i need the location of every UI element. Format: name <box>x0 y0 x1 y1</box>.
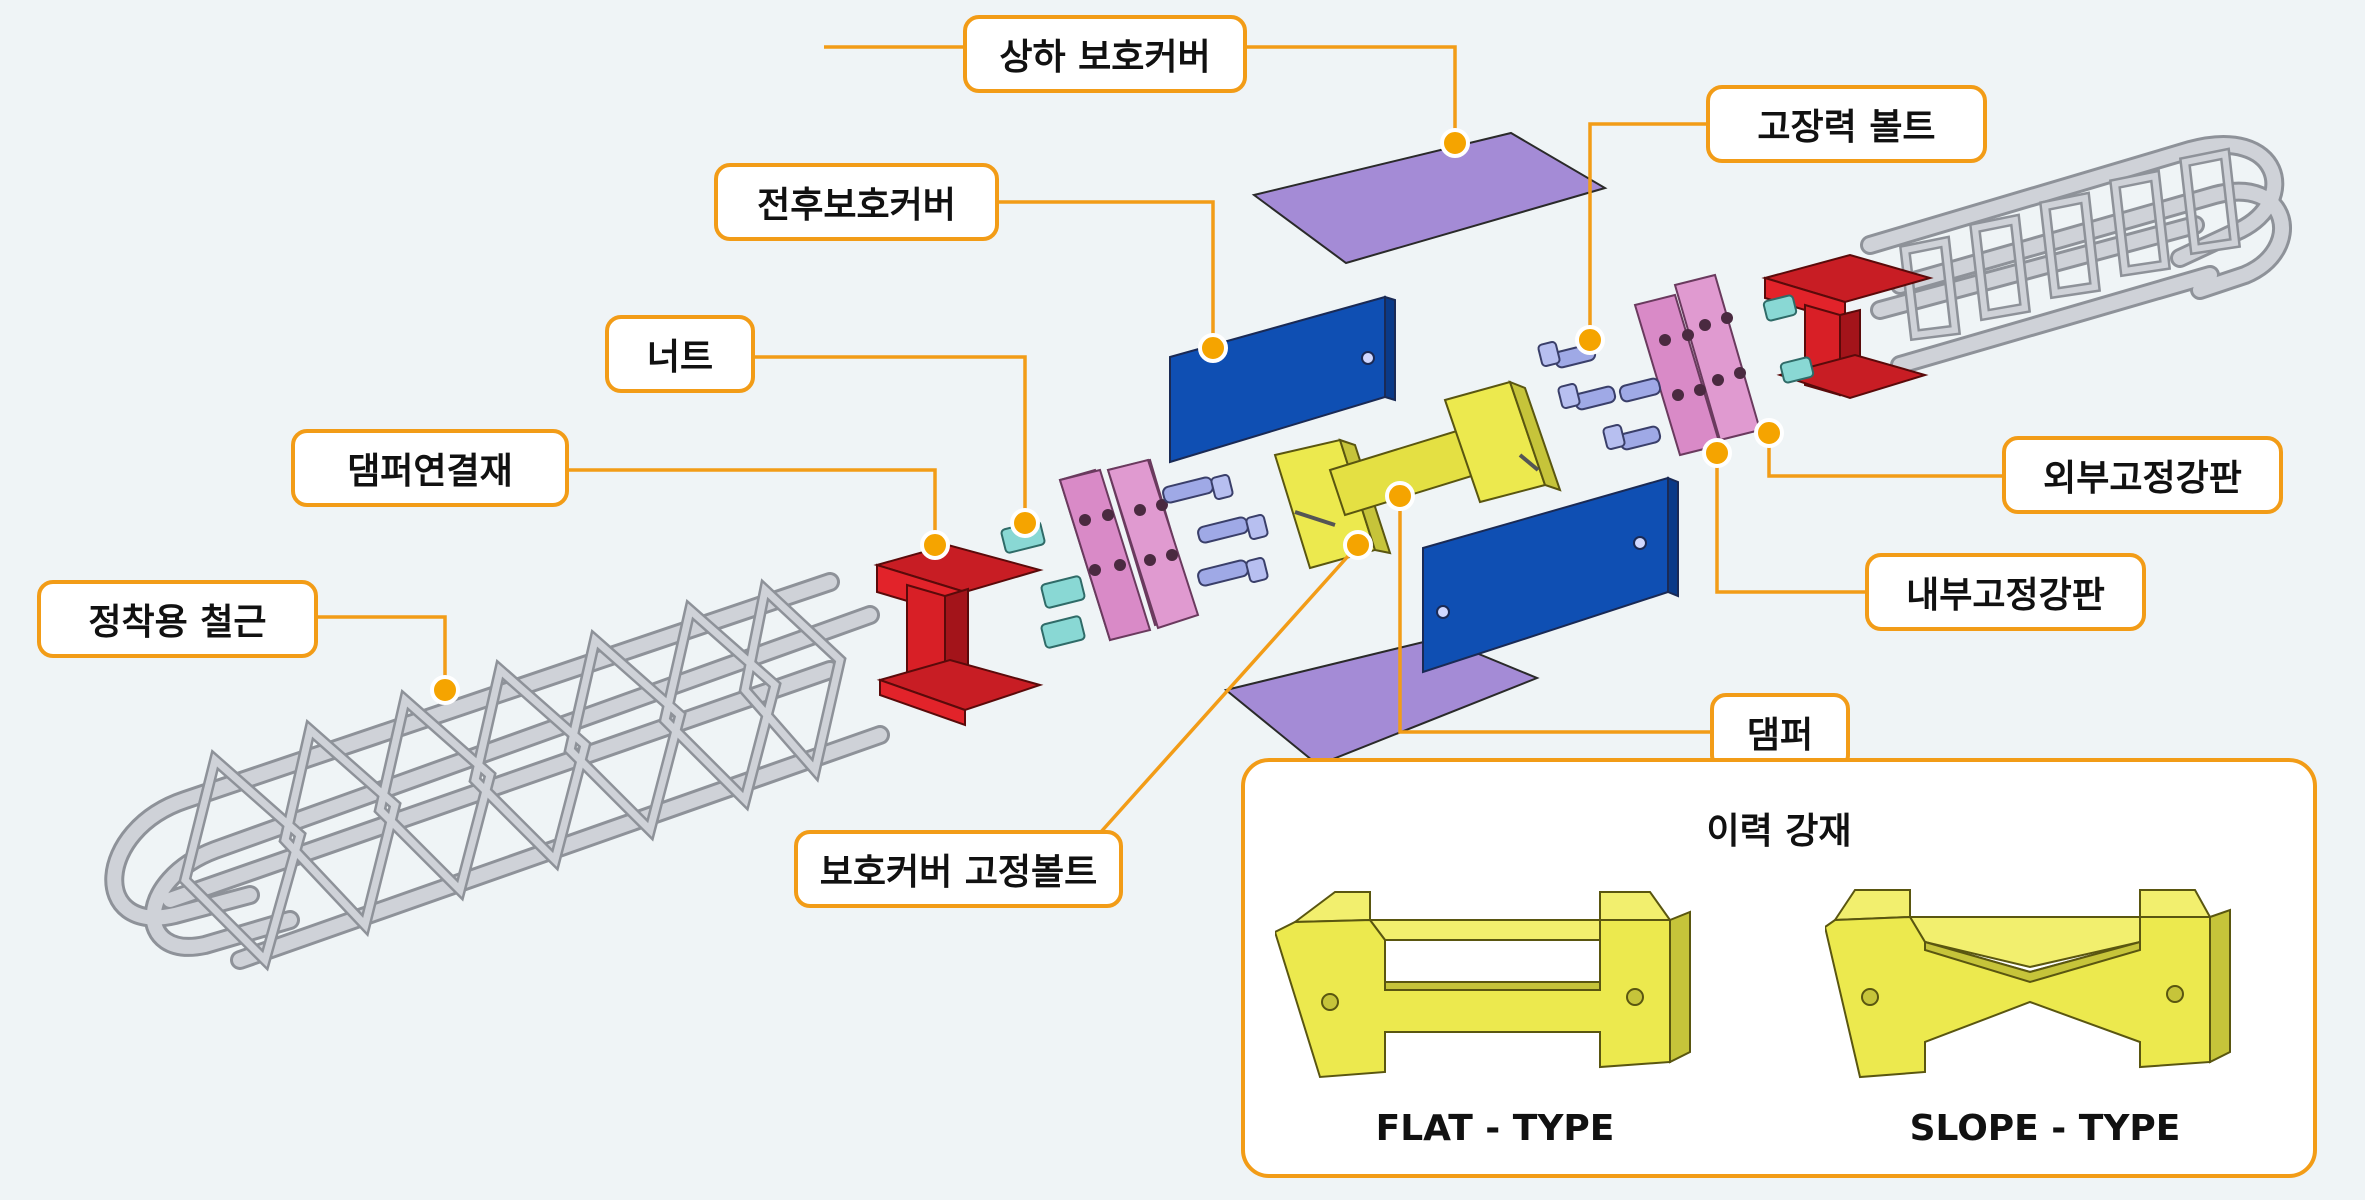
steel-plates-left <box>1058 458 1200 642</box>
flat-type-caption: FLAT - TYPE <box>1375 1108 1615 1149</box>
label-cover-fixing-bolt: 보호커버 고정볼트 <box>794 830 1123 908</box>
left-rebar-cage <box>104 572 890 972</box>
label-damper-connector: 댐퍼연결재 <box>291 429 569 507</box>
label-anchor-rebar: 정착용 철근 <box>37 580 318 658</box>
slope-type-caption: SLOPE - TYPE <box>1909 1108 2181 1149</box>
bolts <box>1162 340 1662 587</box>
damper-connector-right <box>1761 253 1934 400</box>
label-top-bottom-cover: 상하 보호커버 <box>963 15 1247 93</box>
panel-title: 이력 강재 <box>1706 811 1852 852</box>
damper-connector-left <box>873 543 1044 727</box>
label-high-strength-bolt: 고장력 볼트 <box>1706 85 1987 163</box>
flat-type-damper-figure <box>1275 891 1691 1079</box>
steel-plates-right <box>1633 273 1762 457</box>
callout-dots <box>430 128 1784 705</box>
label-outer-steel-plate: 외부고정강판 <box>2002 436 2283 514</box>
damper-assembly <box>1273 380 1562 570</box>
slope-type-damper-figure <box>1825 889 2231 1079</box>
front-back-covers <box>1169 295 1679 674</box>
label-front-back-cover: 전후보호커버 <box>714 163 999 241</box>
top-bottom-covers <box>1223 131 1608 767</box>
hysteretic-steel-panel: 이력 강재 FLAT - TYPE SLOPE - TYPE <box>1241 758 2317 1178</box>
label-nut: 너트 <box>605 315 755 393</box>
right-rebar-cage <box>1860 135 2292 375</box>
label-inner-steel-plate: 내부고정강판 <box>1865 553 2146 631</box>
